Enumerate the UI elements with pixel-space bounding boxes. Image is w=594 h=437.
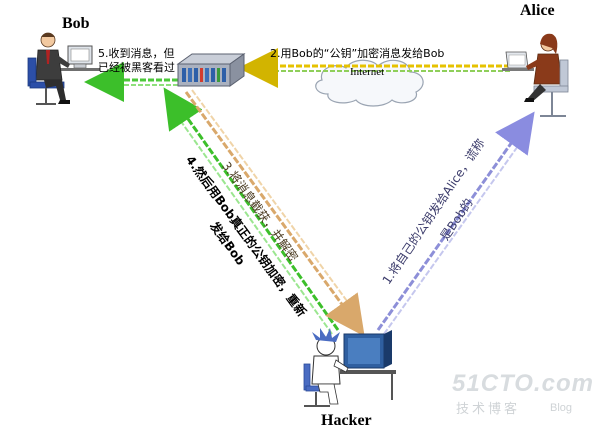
hacker-label: Hacker — [321, 412, 372, 429]
step1-arrow — [376, 111, 535, 335]
step2-arrow — [238, 48, 510, 88]
step3-arrow — [184, 89, 365, 337]
step4-arrow — [163, 87, 340, 335]
watermark-sub: 技术博客 — [456, 402, 521, 417]
alice-label: Alice — [520, 2, 555, 19]
step5-arrow — [84, 62, 178, 102]
bob-label: Bob — [62, 15, 90, 32]
watermark-blog: Blog — [550, 402, 573, 414]
step2-label: 2.用Bob的“公钥”加密消息发给Bob — [270, 47, 445, 60]
step5-label-line1: 5.收到消息，但 — [98, 47, 175, 60]
bob-figure — [27, 32, 100, 105]
internet-label: Internet — [350, 66, 385, 78]
step5-label-line2: 已经被黑客看过 — [98, 61, 175, 74]
alice-figure — [502, 33, 569, 117]
router-device — [176, 53, 246, 87]
hacker-figure — [303, 328, 396, 407]
watermark-brand: 51CTO.com — [452, 370, 594, 397]
